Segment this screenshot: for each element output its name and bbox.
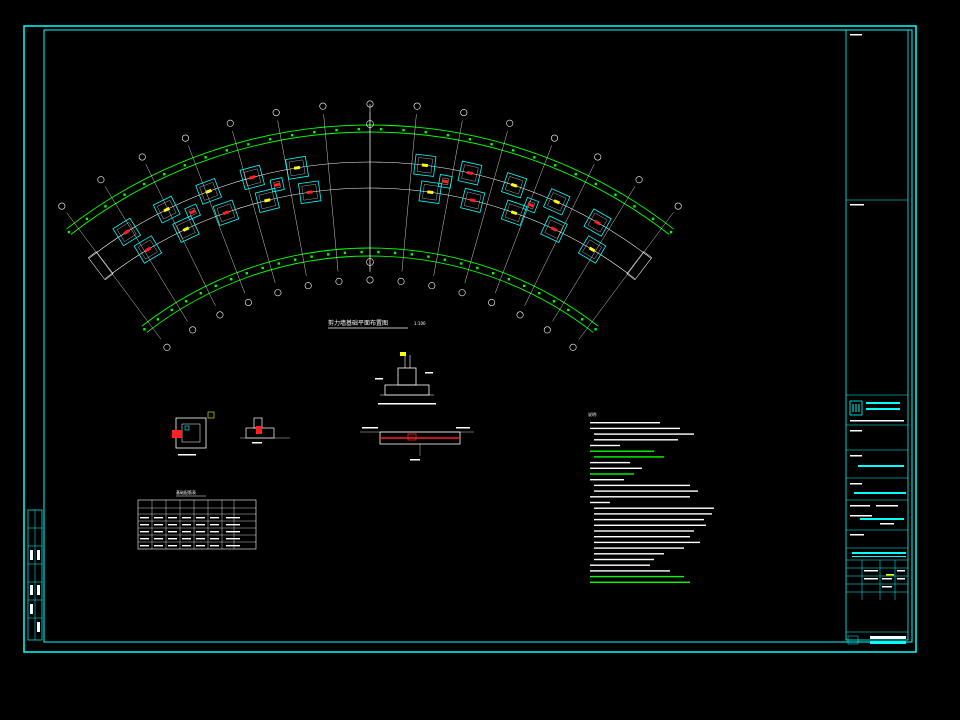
sheet-frame — [23, 25, 917, 653]
footing-detail-section — [240, 417, 290, 444]
section-detail-pier — [375, 352, 436, 405]
title-block — [845, 29, 909, 645]
left-revision-strip — [27, 509, 43, 641]
company-logo-icon — [849, 400, 863, 416]
table-title: 基础配筋表 — [176, 489, 196, 495]
notes-heading: 说明: — [588, 411, 597, 417]
rebar-table: 基础配筋表 — [137, 489, 257, 550]
general-notes: 说明: — [588, 411, 714, 583]
plan-title-group: 剪力墙基础平面布置图 1:100 — [328, 319, 426, 329]
footing-detail-plan — [172, 411, 215, 456]
plan-title: 剪力墙基础平面布置图 — [328, 319, 388, 327]
north-arrow-icon — [366, 104, 374, 272]
plan-scale: 1:100 — [414, 321, 426, 326]
section-detail-beam — [360, 427, 474, 461]
